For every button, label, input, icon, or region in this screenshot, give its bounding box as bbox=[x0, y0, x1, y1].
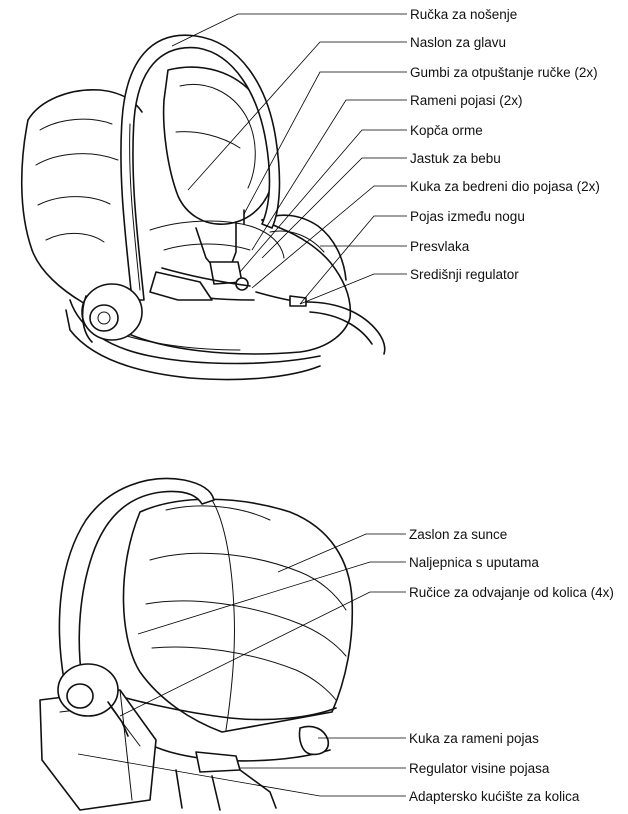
label-belt-height-adjuster: Regulator visine pojasa bbox=[409, 761, 550, 776]
label-crotch-strap: Pojas između nogu bbox=[410, 209, 525, 224]
label-carry-handle: Ručka za nošenje bbox=[410, 7, 517, 22]
car-seat-front-illustration bbox=[22, 35, 385, 379]
label-baby-cushion: Jastuk za bebu bbox=[410, 151, 501, 166]
label-shoulder-belt-hook: Kuka za rameni pojas bbox=[409, 731, 539, 746]
label-headrest: Naslon za glavu bbox=[410, 35, 506, 50]
label-instruction-sticker: Naljepnica s uputama bbox=[409, 555, 539, 570]
labels-top: Ručka za nošenje Naslon za glavu Gumbi z… bbox=[410, 7, 600, 282]
label-sun-canopy: Zaslon za sunce bbox=[409, 527, 507, 542]
label-handle-release-buttons: Gumbi za otpuštanje ručke (2x) bbox=[410, 65, 598, 80]
label-stroller-release-handles: Ručice za odvajanje od kolica (4x) bbox=[409, 585, 614, 600]
car-seat-rear-illustration bbox=[40, 479, 352, 810]
label-cover: Presvlaka bbox=[410, 239, 470, 254]
label-lap-belt-hook: Kuka za bedreni dio pojasa (2x) bbox=[410, 179, 600, 194]
label-shoulder-straps: Rameni pojasi (2x) bbox=[410, 93, 523, 108]
label-stroller-adapter-housing: Adaptersko kućište za kolica bbox=[409, 789, 580, 804]
labels-bottom: Zaslon za sunce Naljepnica s uputama Ruč… bbox=[409, 527, 614, 804]
label-central-adjuster: Središnji regulator bbox=[410, 267, 519, 282]
label-harness-buckle: Kopča orme bbox=[410, 123, 483, 138]
